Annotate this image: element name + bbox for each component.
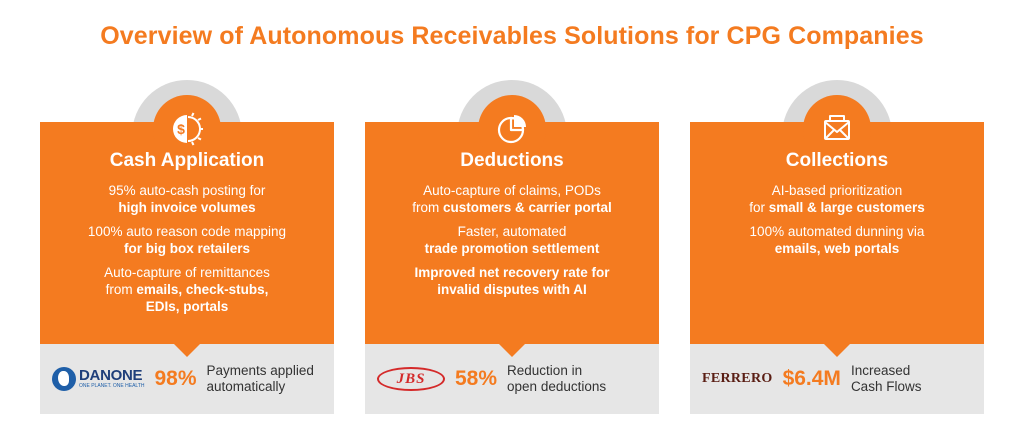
page-title: Overview of Autonomous Receivables Solut…	[100, 22, 924, 50]
card-paragraph: Auto-capture of remittances from emails,…	[104, 265, 270, 314]
card-collections: Collections AI-based prioritization for …	[690, 80, 984, 414]
pie-chart-icon	[497, 115, 526, 144]
metric-value: 98%	[154, 367, 197, 390]
svg-text:$: $	[177, 121, 185, 137]
card-content: Deductions Auto-capture of claims, PODs …	[365, 150, 659, 305]
ferrero-logo: FERRERO	[702, 371, 773, 386]
metric-label: Reduction in open deductions	[507, 363, 607, 394]
card-paragraph: AI-based prioritization for small & larg…	[749, 183, 925, 215]
card-icon-circle: $	[153, 95, 221, 163]
danone-mark-icon	[52, 367, 76, 391]
metric-value: 58%	[455, 367, 498, 390]
card-title: Collections	[785, 150, 889, 171]
card-icon-circle	[478, 95, 546, 163]
card-content: Collections AI-based prioritization for …	[690, 150, 984, 264]
metric-label: Payments applied automatically	[206, 363, 314, 394]
card-title: Cash Application	[109, 150, 265, 171]
card-paragraph: 95% auto-cash posting for high invoice v…	[108, 183, 266, 215]
card-deductions: Deductions Auto-capture of claims, PODs …	[365, 80, 659, 414]
card-paragraph: 100% auto reason code mapping for big bo…	[87, 224, 287, 256]
card-paragraph: 100% automated dunning via emails, web p…	[749, 224, 925, 256]
card-title: Deductions	[460, 150, 564, 171]
card-content: Cash Application 95% auto-cash posting f…	[40, 150, 334, 322]
card-cash-application: $ Cash Application 95% auto-cash posting…	[40, 80, 334, 414]
card-pointer	[497, 342, 527, 357]
metric-value: $6.4M	[782, 367, 841, 390]
card-icon-circle	[803, 95, 871, 163]
card-pointer	[172, 342, 202, 357]
card-paragraph: Auto-capture of claims, PODs from custom…	[412, 183, 612, 215]
envelope-icon	[824, 115, 850, 140]
card-pointer	[822, 342, 852, 357]
jbs-logo: JBS	[377, 367, 445, 391]
danone-logo: DANONE ONE PLANET. ONE HEALTH	[52, 367, 144, 391]
card-paragraph: Faster, automated trade promotion settle…	[424, 224, 600, 256]
dollar-gear-icon: $	[173, 112, 203, 146]
card-paragraph: Improved net recovery rate for invalid d…	[414, 265, 610, 297]
metric-label: Increased Cash Flows	[850, 363, 922, 394]
